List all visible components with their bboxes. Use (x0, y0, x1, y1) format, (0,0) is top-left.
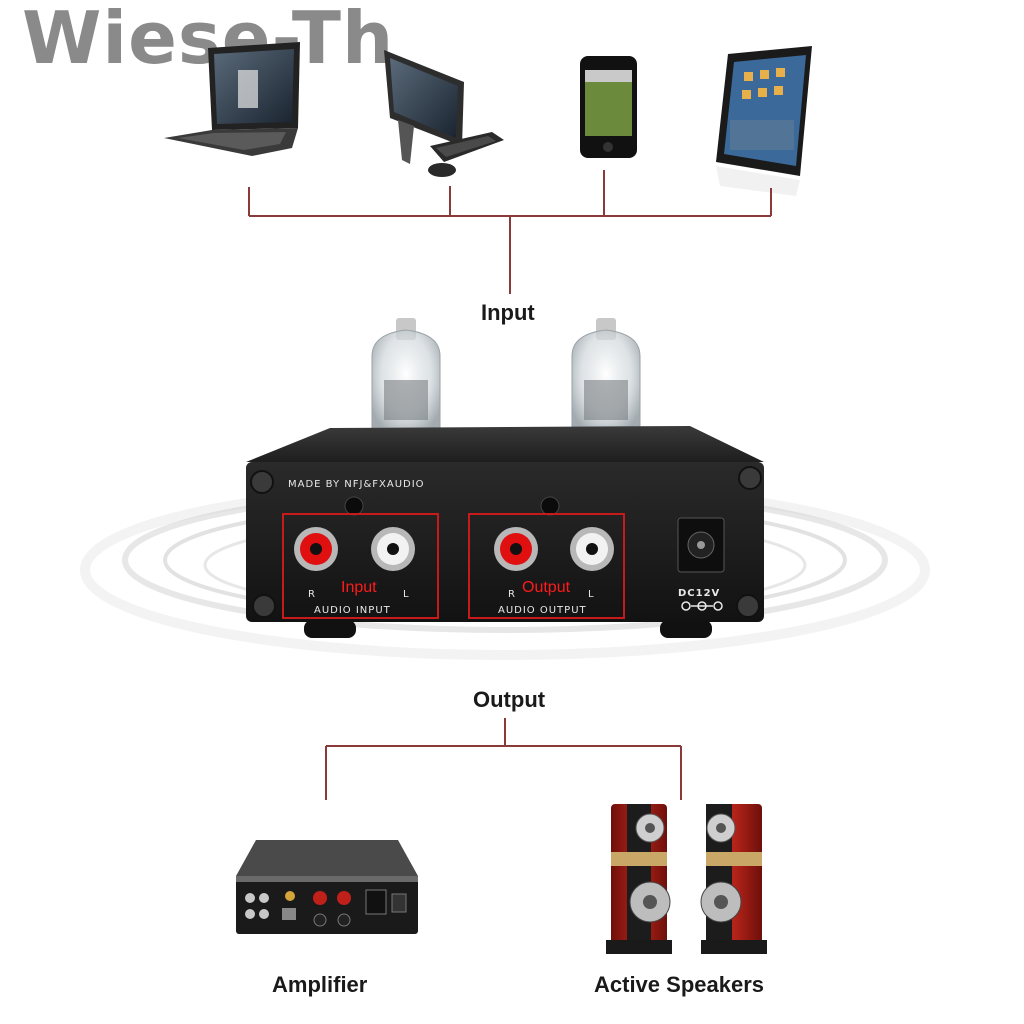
dc-polarity-icon (681, 601, 723, 611)
input-r-label: R (308, 589, 316, 600)
audio-output-label: AUDIO OUTPUT (498, 605, 587, 616)
output-overlay-label: Output (522, 579, 571, 596)
input-wiring (248, 170, 772, 294)
amplifier-image (236, 840, 418, 934)
brand-text: MADE BY NFJ&FXAUDIO (288, 479, 425, 490)
active-speaker-right (700, 804, 767, 954)
active-speaker-left (606, 804, 672, 954)
rca-output-r-jack (494, 527, 538, 571)
rca-input-l-jack (371, 527, 415, 571)
vacuum-tube-left (371, 318, 441, 441)
smartphone-image (580, 56, 637, 158)
output-l-label: L (588, 589, 595, 600)
active-speakers-label: Active Speakers (594, 972, 764, 997)
amplifier-label: Amplifier (272, 972, 368, 997)
rca-input-r-jack (294, 527, 338, 571)
dc-label: DC12V (678, 588, 720, 599)
output-label: Output (473, 687, 546, 712)
desktop-computer-image (384, 50, 504, 177)
output-r-label: R (508, 589, 516, 600)
dc-power-jack (677, 517, 725, 573)
tablet-image (716, 46, 812, 196)
tube-preamp-device: MADE BY NFJ&FXAUDIO R L R L Input Output… (246, 426, 764, 638)
output-wiring (325, 718, 682, 800)
audio-input-label: AUDIO INPUT (314, 605, 391, 616)
input-label: Input (481, 300, 535, 325)
input-overlay-label: Input (341, 579, 377, 596)
input-l-label: L (403, 589, 410, 600)
rca-output-l-jack (570, 527, 614, 571)
laptop-image (164, 42, 300, 156)
watermark-text: Wiese-Th (22, 0, 395, 80)
vacuum-tube-right (571, 318, 641, 441)
